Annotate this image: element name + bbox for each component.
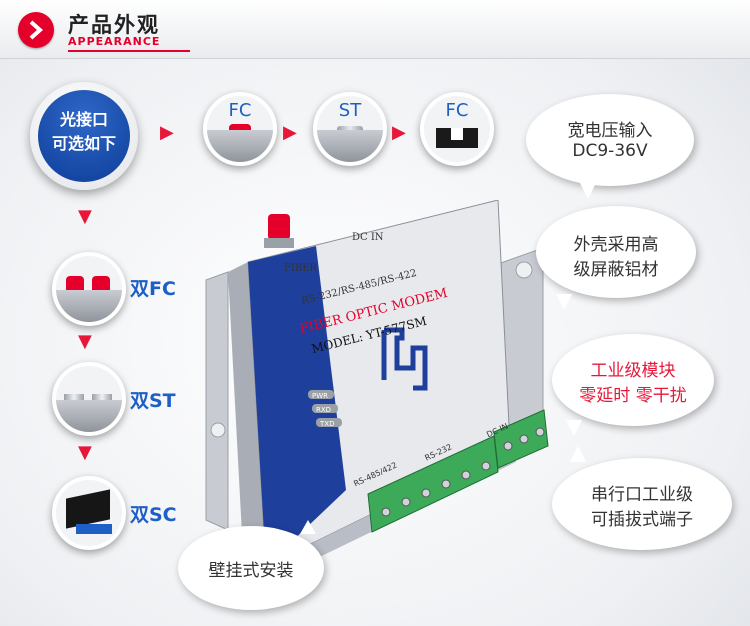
arrow-down-icon: ▼: [78, 442, 92, 463]
dual-st-label: 双ST: [130, 390, 176, 412]
dual-sc-label: 双SC: [130, 504, 177, 526]
option-label: FC: [445, 100, 469, 121]
sc-connector-icon: [436, 128, 478, 148]
bubble-tail: [580, 183, 596, 199]
bubble-tail: [300, 520, 316, 534]
bubble-line: 级屏蔽铝材: [573, 260, 659, 280]
connector-base: [56, 290, 122, 322]
arrow-down-icon: ▼: [78, 331, 92, 352]
fiber-port-label: FIBER: [284, 263, 318, 274]
optical-interface-badge: 光接口 可选如下: [30, 82, 138, 190]
option-fc2-circle: FC: [420, 92, 494, 166]
option-fc-circle: FC: [203, 92, 277, 166]
option-dual-fc-circle: [52, 252, 126, 326]
bubble-line: 壁挂式安装: [208, 561, 294, 581]
badge-line-1: 光接口: [59, 110, 108, 129]
dual-fc-label: 双FC: [130, 278, 176, 300]
dc-in-label: DC IN: [352, 232, 384, 243]
bubble-tail: [570, 446, 586, 462]
option-dual-st-circle: [52, 362, 126, 436]
arrow-right-icon: ▶: [283, 122, 297, 143]
mount-bubble: 壁挂式安装: [178, 526, 324, 610]
arrow-down-icon: ▼: [78, 206, 92, 227]
connector-base: [317, 130, 383, 162]
badge-text: 光接口 可选如下: [38, 108, 130, 156]
bubble-line: 串行口工业级: [591, 485, 693, 505]
bubble-line: DC9-36V: [572, 141, 648, 161]
title-underline: [68, 50, 190, 52]
badge-inner: [38, 90, 130, 182]
arrow-right-icon: ▶: [392, 122, 406, 143]
option-label: FC: [228, 100, 252, 121]
shell-bubble: 外壳采用高 级屏蔽铝材: [536, 206, 696, 298]
page-title: 产品外观: [68, 13, 160, 37]
bubble-tail: [566, 420, 582, 436]
play-icon: [18, 12, 54, 48]
bubble-line: 宽电压输入: [567, 121, 653, 141]
connector-base: [56, 400, 122, 432]
header-bar: [0, 0, 750, 59]
bubble-line: 工业级模块: [590, 361, 676, 381]
option-st-circle: ST: [313, 92, 387, 166]
option-dual-sc-circle: [52, 476, 126, 550]
bubble-line: 零延时 零干扰: [579, 386, 687, 406]
badge-line-2: 可选如下: [51, 134, 116, 153]
bubble-line: 外壳采用高: [573, 235, 659, 255]
option-label: ST: [338, 100, 362, 121]
fiber-modem-device: [205, 200, 549, 580]
page-subtitle: APPEARANCE: [68, 35, 161, 48]
led-rxd-label: RXD: [316, 406, 332, 414]
led-pwr-label: PWR: [312, 392, 329, 400]
connector-base: [207, 130, 273, 162]
bubble-tail: [556, 294, 572, 310]
arrow-right-icon: ▶: [160, 122, 174, 143]
bubble-line: 可插拔式端子: [591, 510, 693, 530]
led-txd-label: TXD: [320, 420, 335, 428]
industrial-bubble: 工业级模块 零延时 零干扰: [552, 334, 714, 426]
voltage-bubble: 宽电压输入 DC9-36V: [526, 94, 694, 186]
serial-bubble: 串行口工业级 可插拔式端子: [552, 458, 732, 550]
